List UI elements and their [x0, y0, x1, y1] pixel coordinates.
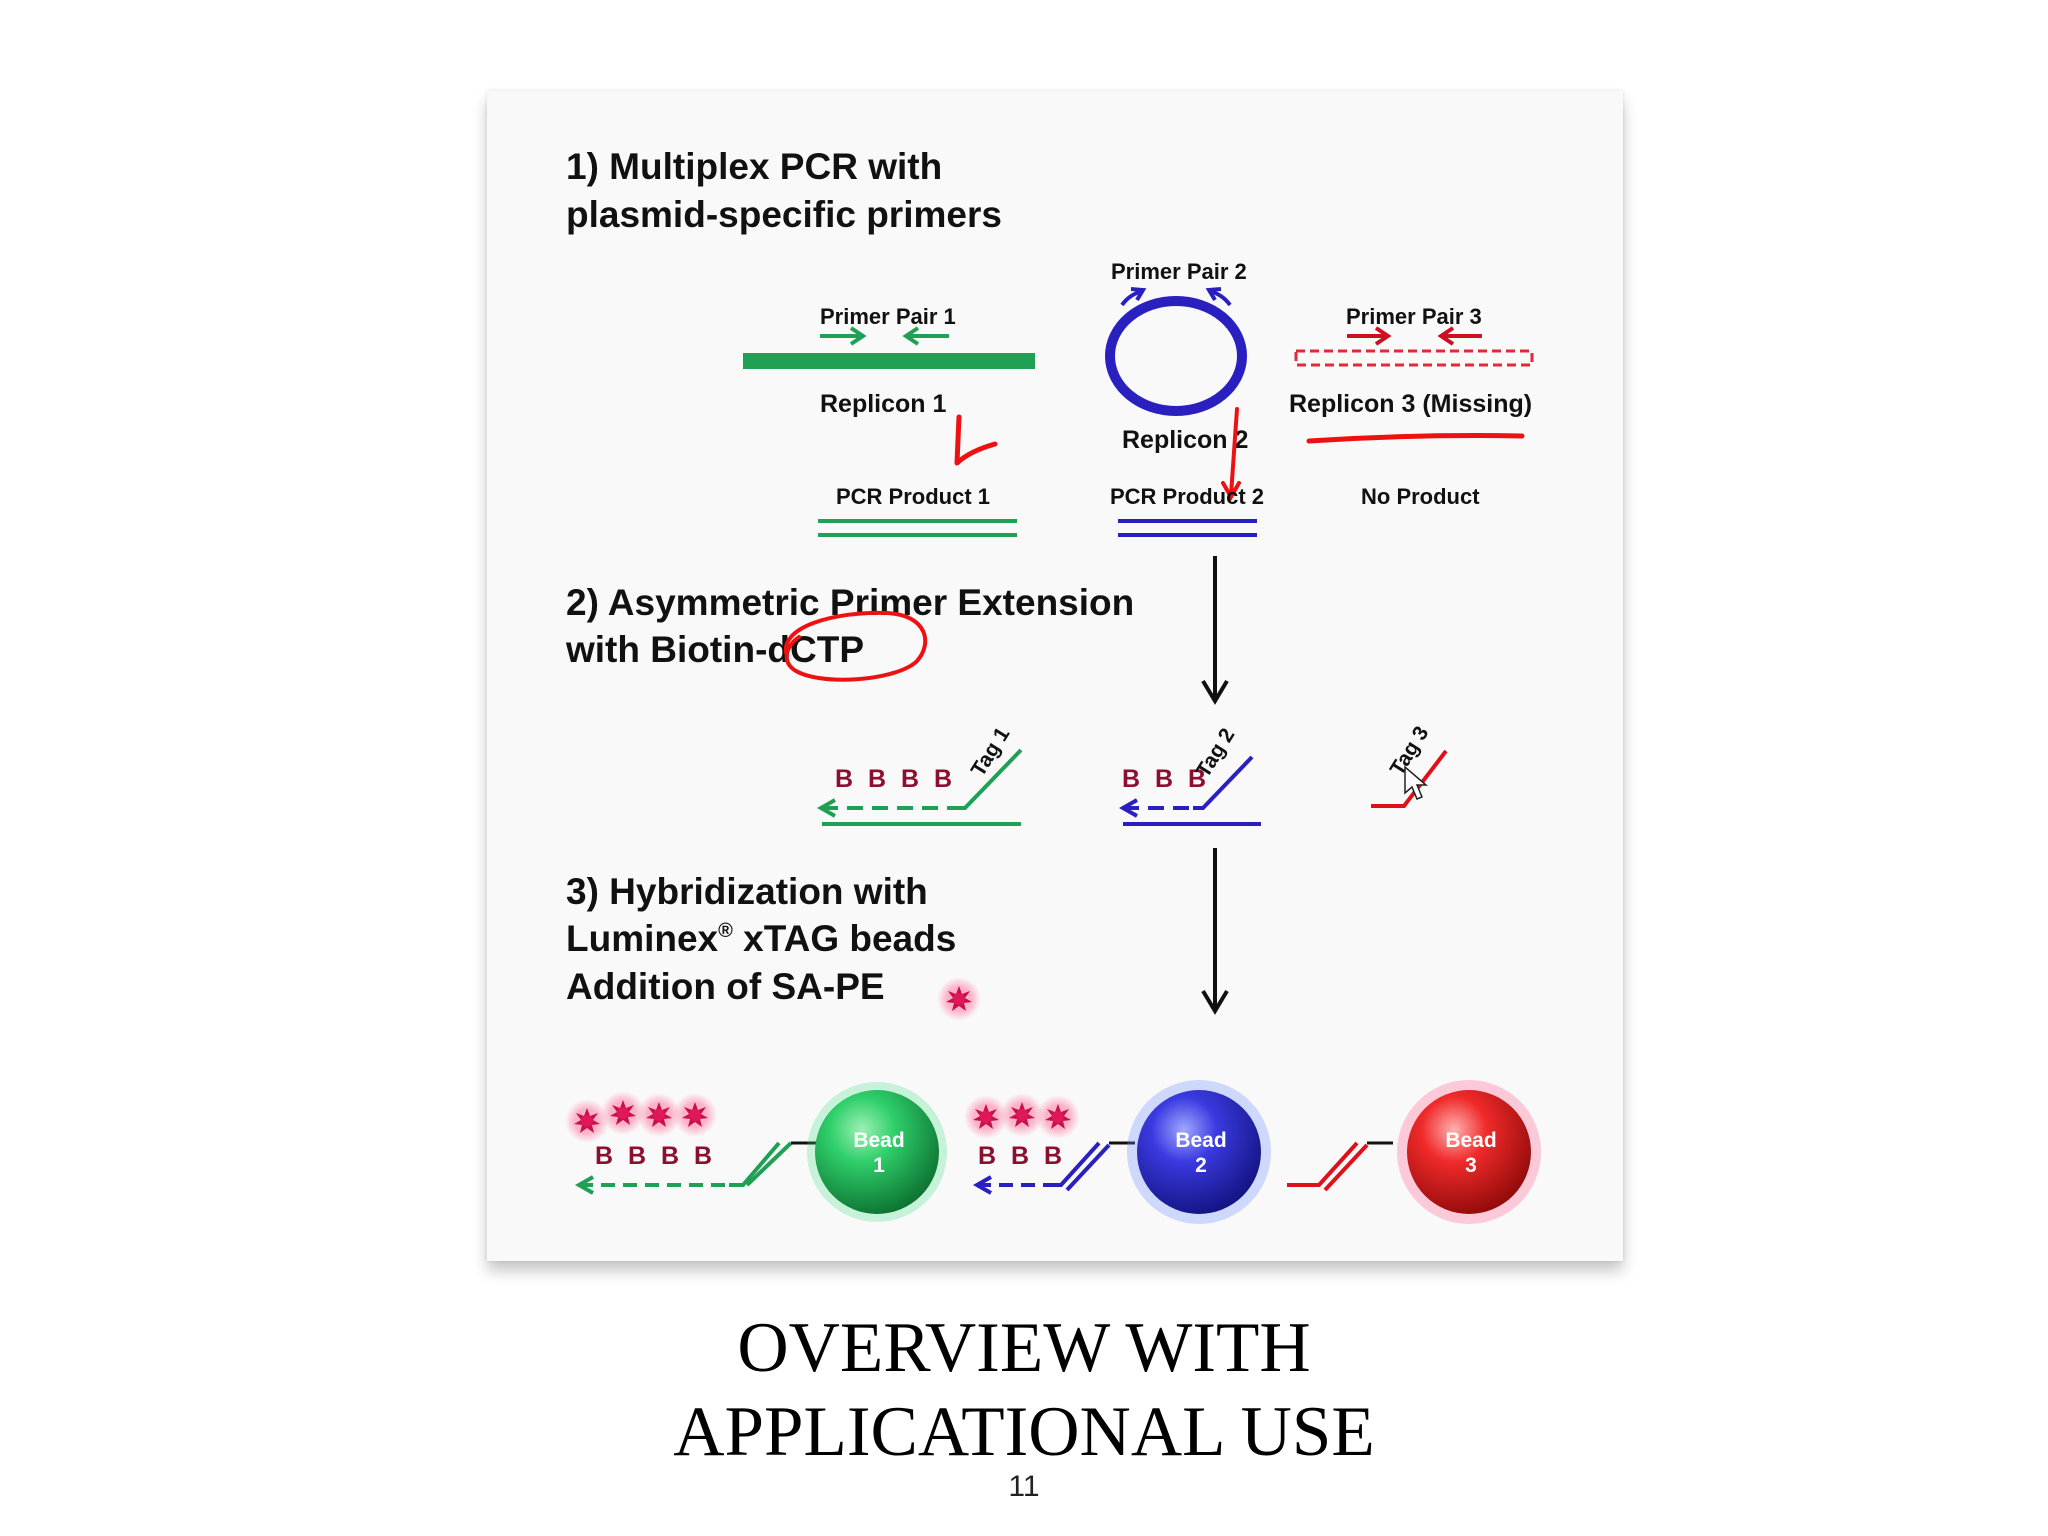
pcr-product-1-duplex: [818, 519, 1017, 537]
replicon-1-label: Replicon 1: [820, 390, 947, 418]
replicon-2-plasmid: [1105, 296, 1247, 416]
bead-2: Bead 2: [1127, 1080, 1271, 1224]
primer-pair-2-label: Primer Pair 2: [1111, 259, 1247, 284]
step2-line2-dctp: dCTP: [767, 629, 864, 670]
flow-arrow-2: [1201, 848, 1229, 1015]
bead-2-biotin-labels: B B B: [978, 1142, 1066, 1170]
down-arrow-annotation: [1221, 407, 1241, 502]
tag-2-label: Tag 2: [1192, 724, 1240, 781]
bead-1: Bead 1: [807, 1082, 947, 1222]
bead-2-word: Bead: [1175, 1129, 1226, 1152]
step3-line3: Addition of SA-PE: [566, 966, 885, 1007]
checkmark-annotation: [954, 414, 998, 466]
sa-pe-cluster-2: [964, 1093, 1080, 1139]
sa-pe-cluster-1: [565, 1091, 717, 1143]
step1-line2: plasmid-specific primers: [566, 194, 1002, 235]
extension-1-strands: [816, 748, 1023, 826]
extension-2-strands: [1118, 755, 1261, 826]
bead-2-strands: [972, 1141, 1135, 1195]
flow-arrow-1: [1201, 556, 1229, 705]
slide-title: OVERVIEW WITH APPLICATIONAL USE: [0, 1306, 2048, 1474]
primer-pair-2-arrows: [1120, 287, 1232, 307]
mouse-pointer-icon: [1404, 765, 1429, 800]
sa-pe-icon: [937, 977, 981, 1021]
step2-line1: 2) Asymmetric Primer Extension: [566, 582, 1134, 623]
slide-title-line-2: APPLICATIONAL USE: [673, 1393, 1375, 1471]
step1-line1: 1) Multiplex PCR with: [566, 146, 942, 187]
biotin-labels-2: B B B: [1122, 765, 1210, 793]
bead-3: Bead 3: [1397, 1080, 1541, 1224]
bead-3-strands: [1287, 1141, 1393, 1192]
step3-luminex: Luminex: [566, 918, 719, 959]
dctp-circle-annotation: [783, 610, 928, 682]
pcr-product-2-duplex: [1118, 519, 1257, 537]
strike-line-annotation: [1306, 433, 1525, 444]
no-product-label: No Product: [1361, 484, 1480, 509]
extension-3-strand: [1371, 749, 1448, 808]
primer-pair-3-arrows: [1347, 326, 1482, 346]
step2-line2: with Biotin-dCTP: [565, 629, 864, 670]
multiplex-pcr-diagram: 1) Multiplex PCR with plasmid-specific p…: [565, 146, 1541, 1224]
bead-1-biotin-labels: B B B B: [595, 1142, 716, 1170]
pcr-product-2-label: PCR Product 2: [1110, 484, 1264, 509]
step3-xtag-beads: xTAG beads: [733, 918, 956, 959]
replicon-1-bar: [743, 353, 1035, 369]
bead-3-number: 3: [1465, 1154, 1477, 1177]
bead-2-number: 2: [1195, 1154, 1207, 1177]
slide-title-line-1: OVERVIEW WITH: [737, 1309, 1311, 1387]
slide-number: 11: [1008, 1470, 1040, 1503]
biotin-labels-1: B B B B: [835, 765, 956, 793]
step2-line2-prefix: with Biotin-: [565, 629, 767, 670]
bead-1-strands: [574, 1141, 817, 1195]
tag-1-label: Tag 1: [967, 723, 1015, 781]
diagram-figure: 1) Multiplex PCR with plasmid-specific p…: [487, 91, 1623, 1261]
replicon-3-label: Replicon 3 (Missing): [1289, 390, 1532, 418]
bead-1-word: Bead: [853, 1129, 904, 1152]
replicon-2-label: Replicon 2: [1122, 426, 1248, 454]
pcr-product-1-label: PCR Product 1: [836, 484, 990, 509]
step3-line1: 3) Hybridization with: [566, 871, 928, 912]
primer-pair-1-arrows: [820, 326, 949, 346]
primer-pair-1-label: Primer Pair 1: [820, 304, 956, 329]
registered-mark: ®: [718, 920, 733, 942]
replicon-3-missing-bar: [1294, 349, 1534, 367]
bead-3-word: Bead: [1445, 1129, 1496, 1152]
primer-pair-3-label: Primer Pair 3: [1346, 304, 1482, 329]
bead-1-number: 1: [873, 1154, 885, 1177]
step3-line2: Luminex® xTAG beads: [566, 918, 956, 959]
